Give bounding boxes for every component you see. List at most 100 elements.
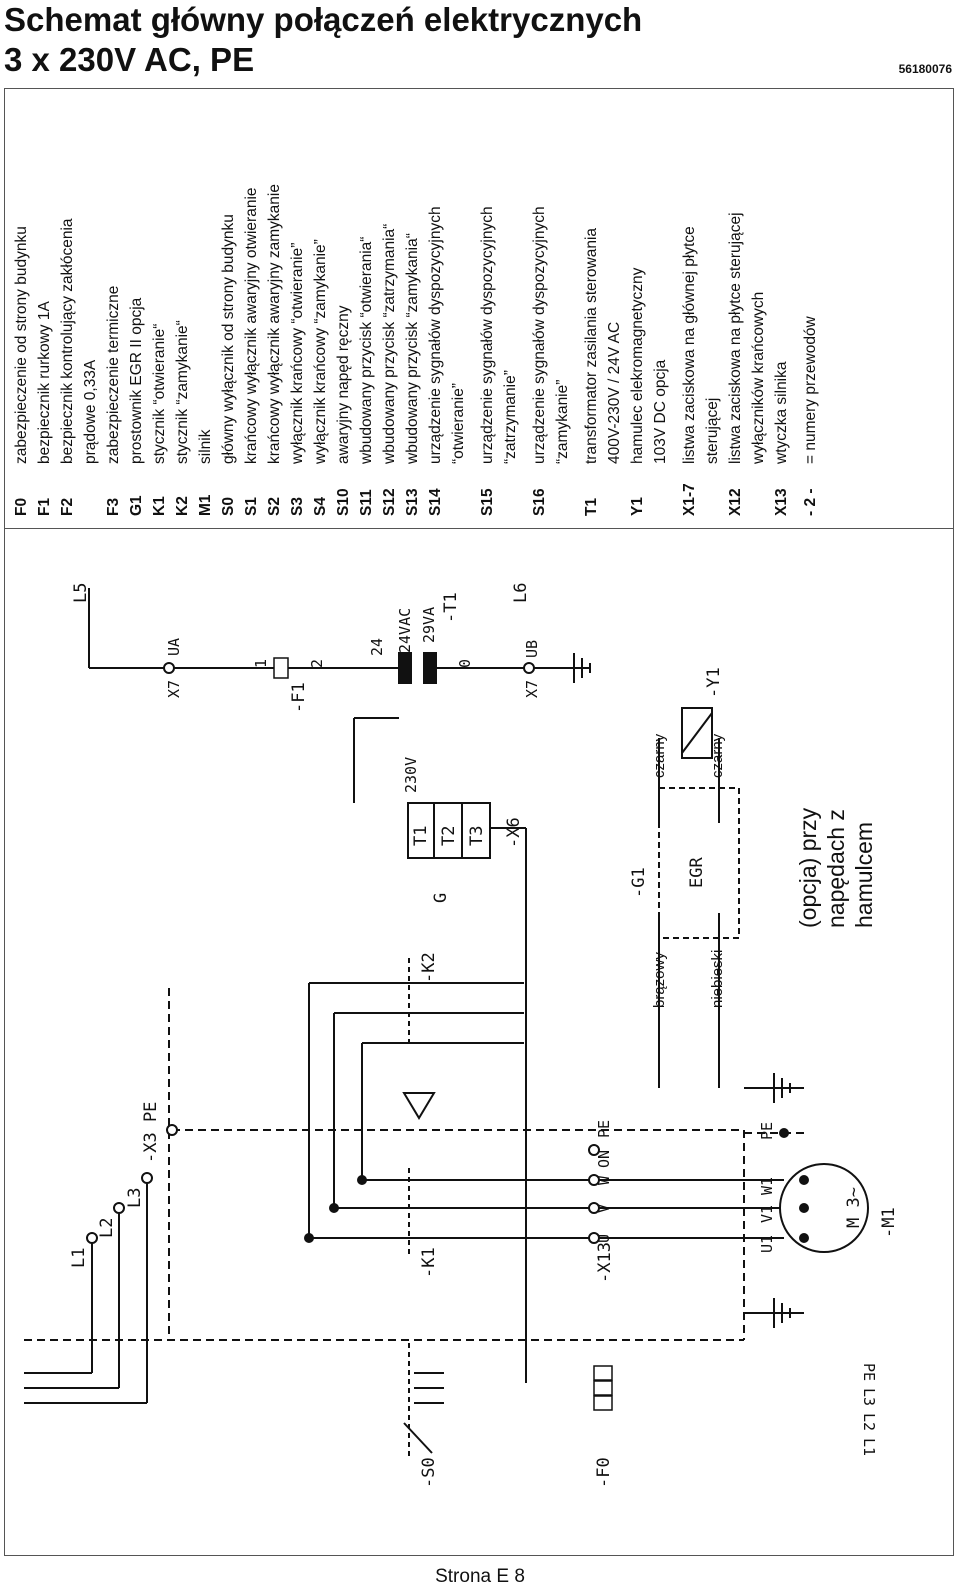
legend-code: S0 [220, 497, 237, 516]
legend-code: X13 [773, 488, 790, 516]
legend-code [649, 464, 672, 516]
label-0: 0 [456, 659, 474, 668]
legend-row: S12 wbudowany przycisk “zatrzymania“ [378, 92, 401, 516]
legend-description: stycznik “otwieranie“ [151, 323, 168, 464]
supply-lines [24, 988, 804, 1404]
legend-description: wbudowany przycisk “otwierania“ [358, 236, 375, 464]
legend-code [79, 464, 102, 516]
legend-description: “zamykanie” [554, 379, 571, 464]
legend-description: wyłącznik krańcowy “otwieranie” [289, 242, 306, 464]
label-g: G [431, 893, 451, 903]
legend-description: stycznik “zamykanie“ [174, 320, 191, 464]
note-line-3: hamulcem [851, 822, 877, 928]
legend-row: 103V DC opcja [649, 92, 672, 516]
contactor-k2 [308, 958, 524, 1238]
label-s0: -S0 [419, 1457, 439, 1488]
note-line-2: napędach z [823, 809, 849, 928]
legend-code: X12 [727, 488, 744, 516]
document-number: 56180076 [898, 62, 952, 76]
legend-code: S11 [358, 489, 375, 516]
legend-description: 400V-230V / 24V AC [606, 321, 623, 464]
fuses-f0 [593, 1365, 613, 1411]
legend-description: wbudowany przycisk “zatrzymania“ [381, 223, 398, 464]
label-f1: -F1 [289, 682, 309, 713]
legend-code [499, 464, 522, 516]
label-on: ON [595, 1150, 613, 1168]
legend-row: 400V-230V / 24V AC [603, 92, 626, 516]
label-ub: UB [523, 640, 541, 658]
label-t2-coil: T2 [439, 826, 459, 846]
legend-code: - 2 - [802, 488, 819, 516]
legend-row: S13 wbudowany przycisk “zamykania“ [401, 92, 424, 516]
legend-row: K2 stycznik “zamykanie“ [171, 92, 194, 516]
label-u: U [595, 1234, 613, 1243]
legend-description: transformator zasilania sterowania [583, 227, 600, 464]
legend-description: krańcowy wyłącznik awaryjny otwieranie [243, 187, 260, 464]
legend-code [603, 464, 626, 516]
label-l6: L6 [511, 583, 531, 603]
label-czarny-1: czarny [651, 733, 668, 778]
legend-code: F1 [36, 497, 53, 516]
legend-description: listwa zaciskowa na płytce sterującej [727, 212, 744, 464]
legend-description: zabezpieczenie termiczne [105, 285, 122, 464]
legend-row: X12 listwa zaciskowa na płytce sterującej [724, 92, 747, 516]
legend-row: S16 urządzenie sygnałów dyspozycyjnych [528, 92, 551, 516]
label-f1-pin2: 2 [308, 659, 326, 668]
label-brazowy: brązowy [651, 952, 668, 1008]
legend-description: wyłącznik krańcowy “zamykanie” [312, 239, 329, 464]
page-number: Strona E 8 [435, 1566, 525, 1587]
legend-description: urządzenie sygnałów dyspozycyjnych [427, 206, 444, 464]
control-circuit [88, 588, 535, 1383]
label-pe-x13: PE [595, 1120, 613, 1138]
label-l2-bottom: L2 [860, 1413, 878, 1431]
legend-code: S12 [381, 488, 398, 516]
diagram-labels: L5 L6 X7 UA X7 UB -F1 1 2 24 24VAC 29VA … [69, 583, 899, 1488]
label-f0: -F0 [594, 1457, 614, 1488]
legend-row: F3 zabezpieczenie termiczne [102, 92, 125, 516]
legend-description: bezpiecznik rurkowy 1A [36, 301, 53, 464]
legend-code: F2 [59, 497, 76, 516]
label-m3: M 3~ [844, 1187, 864, 1228]
label-t1: -T1 [441, 592, 461, 623]
label-m1: -M1 [879, 1207, 899, 1238]
legend-code: S15 [479, 488, 496, 516]
label-y1: -Y1 [704, 667, 724, 698]
label-t3-coil: T3 [467, 826, 487, 846]
contactor-k1 [304, 1168, 544, 1258]
label-24: 24 [368, 638, 386, 656]
legend-description: wbudowany przycisk “zamykania“ [404, 233, 421, 464]
page-title: Schemat główny połączeń elektrycznych 3 … [4, 0, 642, 80]
legend-description: awaryjny napęd ręczny [335, 305, 352, 464]
label-t1-coil: T1 [411, 826, 431, 846]
wiring-diagram-svg: L5 L6 X7 UA X7 UB -F1 1 2 24 24VAC 29VA … [24, 583, 899, 1488]
legend-description: prostownik EGR II opcja [128, 297, 145, 464]
legend-description: urządzenie sygnałów dyspozycyjnych [531, 206, 548, 464]
legend-description: sterującej [704, 397, 721, 464]
label-k2: -K2 [419, 952, 439, 983]
legend-description: zabezpieczenie od strony budynku [13, 226, 30, 464]
legend-code: S13 [404, 488, 421, 516]
label-czarny-2: czarny [709, 733, 726, 778]
legend-row: “zatrzymanie” [499, 92, 522, 516]
legend-code: S10 [335, 488, 352, 516]
legend-row: - 2 -= numery przewodów [799, 92, 822, 516]
label-l1-bottom: L1 [860, 1438, 878, 1456]
legend-description: hamulec elekromagnetyczny [629, 267, 646, 464]
legend-code: F3 [105, 497, 122, 516]
label-g1: -G1 [629, 867, 649, 898]
legend-code: K2 [174, 496, 191, 516]
legend-description: główny wyłącznik od strony budynku [220, 214, 237, 464]
label-24vac: 24VAC [396, 608, 414, 653]
legend-code: S16 [531, 488, 548, 516]
legend-row: S0 główny wyłącznik od strony budynku [217, 92, 240, 516]
legend-description: 103V DC opcja [652, 359, 669, 464]
legend-code: M1 [197, 494, 214, 516]
